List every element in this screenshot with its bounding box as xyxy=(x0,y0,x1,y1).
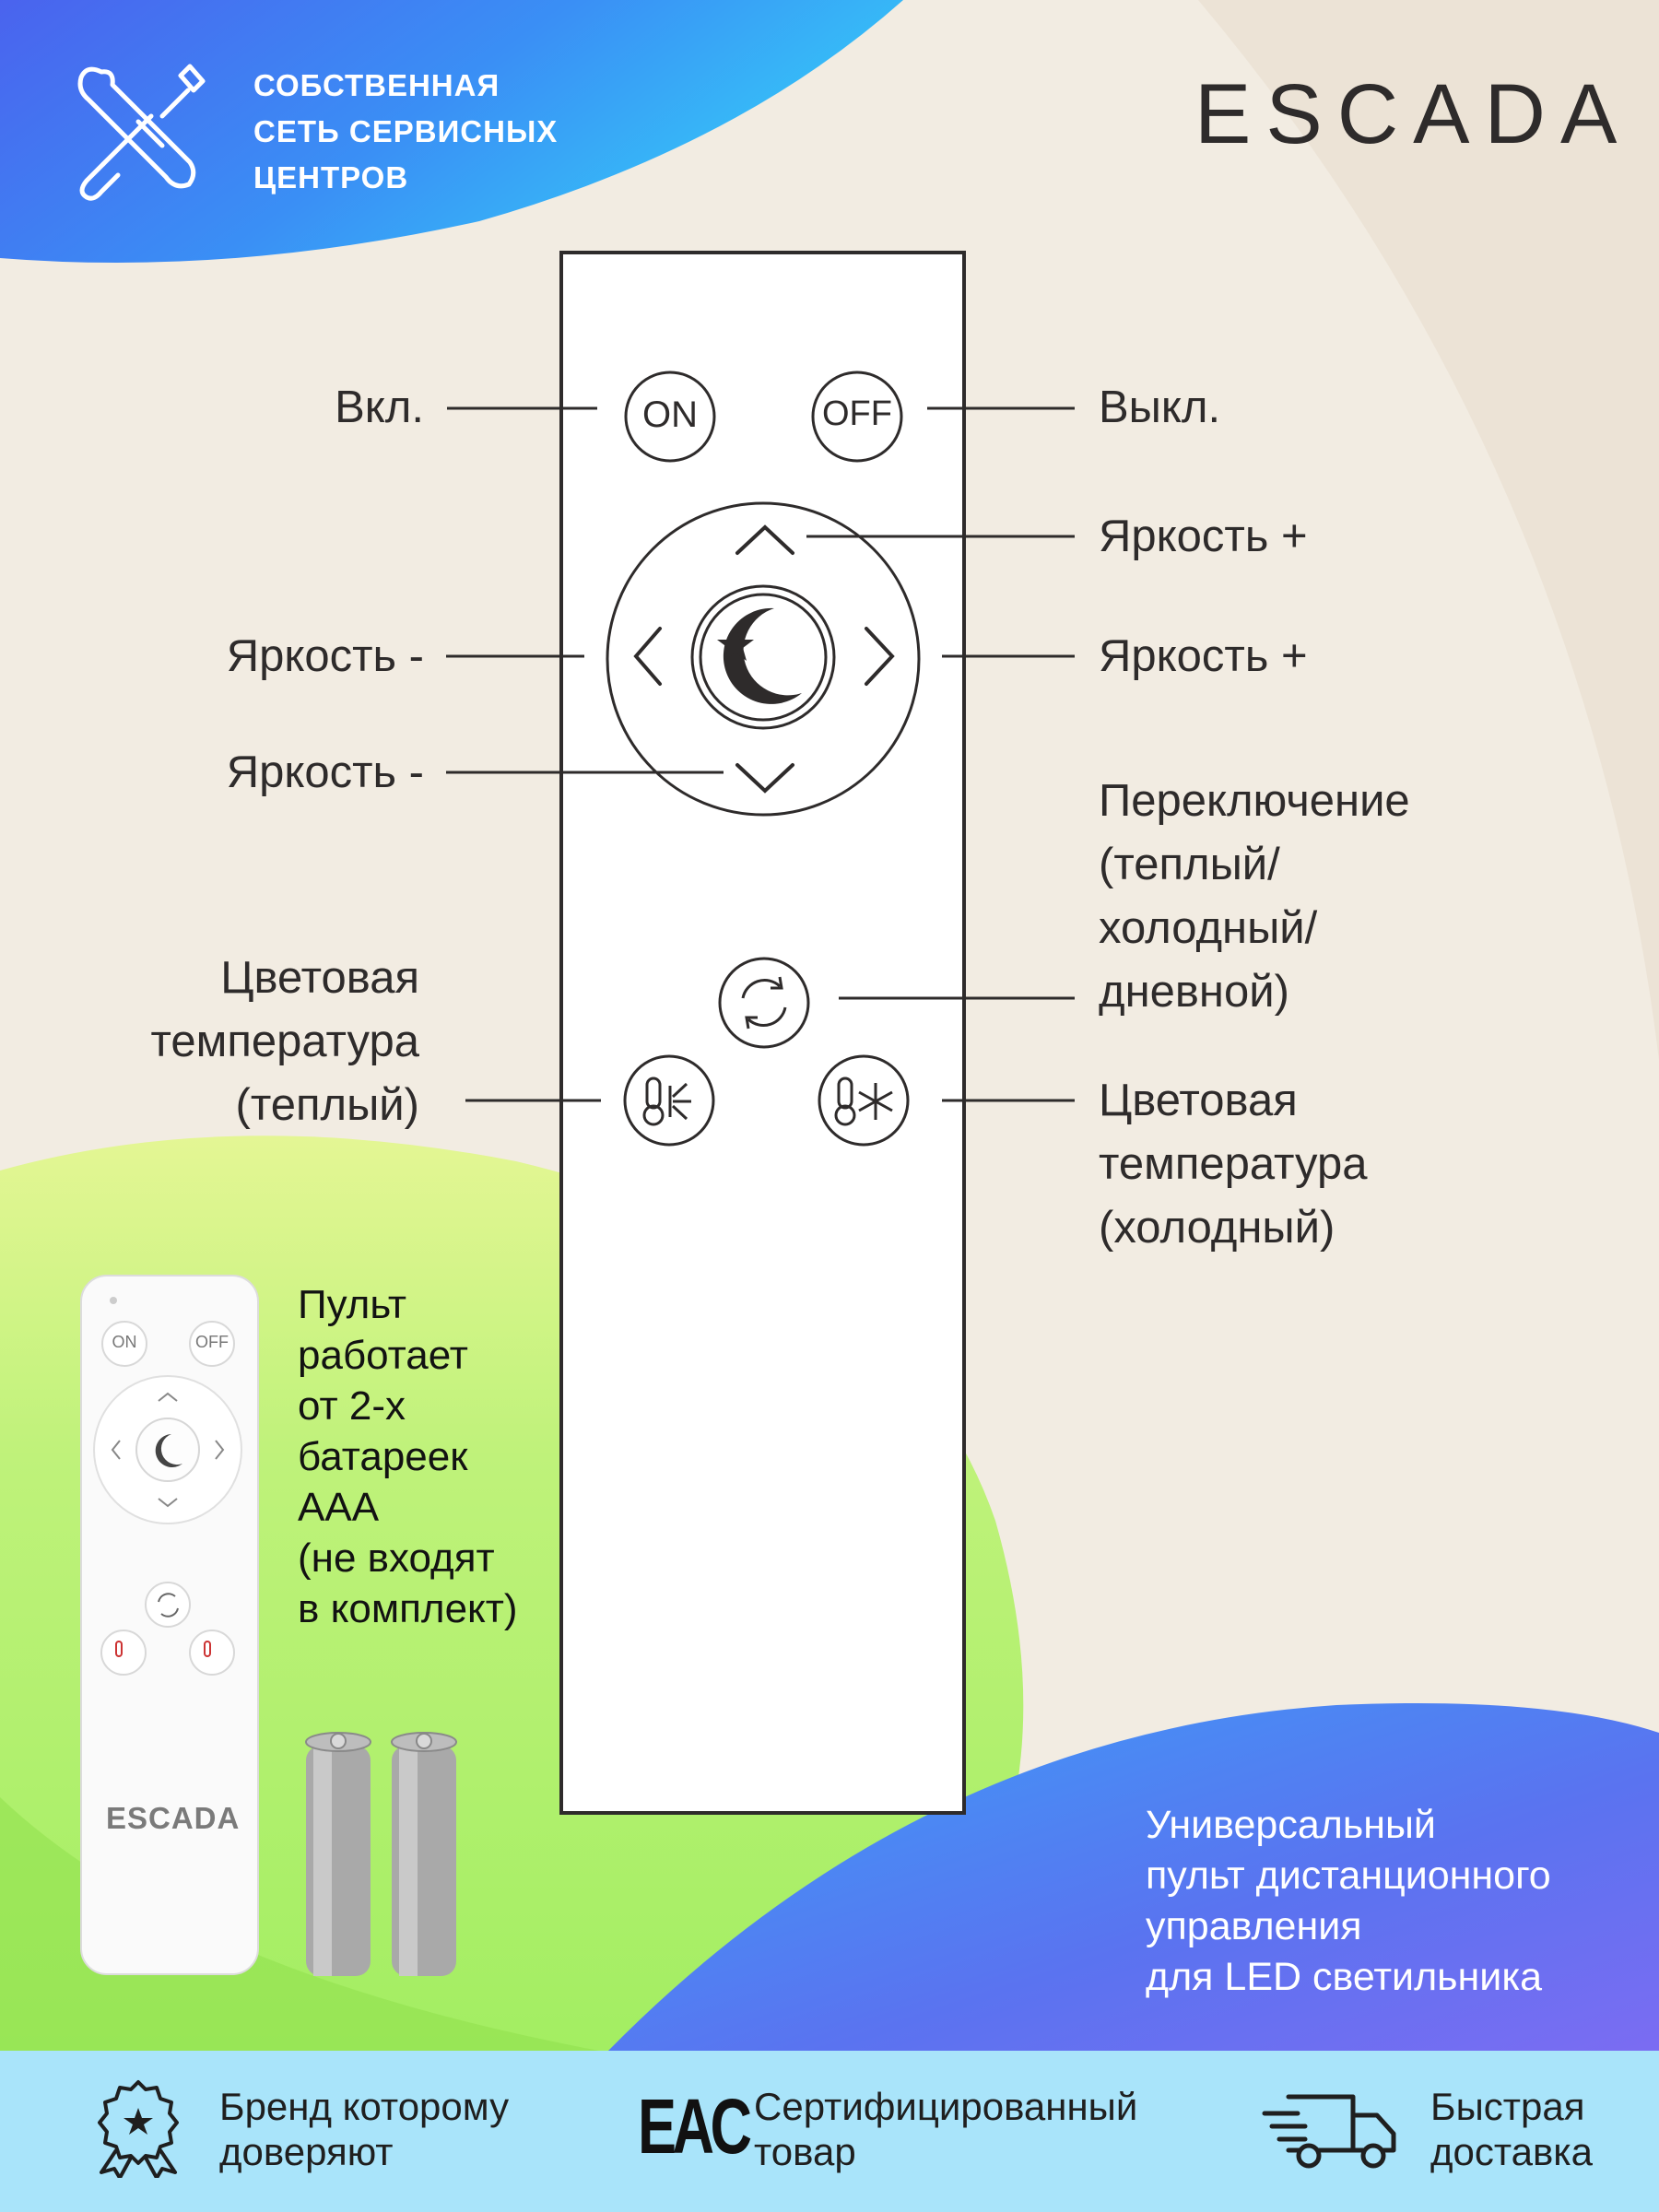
note-line: (не входят xyxy=(298,1535,495,1581)
on-button-outline xyxy=(624,371,716,463)
callout-lines xyxy=(446,406,1075,1102)
cycle-arrows-icon xyxy=(741,976,787,1030)
dpad-outer-ring xyxy=(606,501,921,817)
chevron-up-icon xyxy=(735,524,794,555)
label-line: Цветовая xyxy=(220,953,419,1003)
universal-remote-note: Универсальный пульт дистанционного управ… xyxy=(1146,1800,1551,2003)
label-line: Переключение xyxy=(1099,776,1410,826)
brightness-down-label: Яркость - xyxy=(226,747,424,797)
chevron-down-icon xyxy=(735,763,794,794)
off-label: Выкл. xyxy=(1099,382,1221,432)
label-line: температура xyxy=(1099,1139,1368,1189)
note-line: работает xyxy=(298,1333,468,1378)
feature-line: товар xyxy=(754,2130,856,2173)
brightness-down-label-left: Яркость - xyxy=(226,631,424,681)
delivery-truck-icon xyxy=(1262,2094,1396,2169)
battery-note: Пульт работает от 2-х батареек AAA (не в… xyxy=(298,1279,518,1634)
label-line: дневной) xyxy=(1099,967,1289,1017)
note-line: Универсальный xyxy=(1146,1803,1436,1847)
night-mode-icon xyxy=(717,607,802,704)
note-line: пульт дистанционного xyxy=(1146,1853,1551,1898)
warm-temperature-label: Цветовая температура (теплый) xyxy=(92,947,420,1137)
chevron-right-icon xyxy=(865,627,895,686)
service-line: СОБСТВЕННАЯ xyxy=(253,68,500,102)
note-line: AAA xyxy=(298,1485,380,1530)
cold-temperature-label: Цветовая температура (холодный) xyxy=(1099,1069,1368,1260)
label-line: (холодный) xyxy=(1099,1203,1335,1253)
note-line: батареек xyxy=(298,1434,468,1479)
brightness-up-label: Яркость + xyxy=(1099,512,1308,561)
brightness-up-label-right: Яркость + xyxy=(1099,631,1308,681)
switch-button-outline xyxy=(718,957,810,1049)
note-line: в комплект) xyxy=(298,1586,518,1631)
on-button-label: ON xyxy=(642,394,698,435)
label-line: холодный/ xyxy=(1099,903,1318,953)
product-remote-logo: ESCADA xyxy=(106,1801,241,1835)
feature-line: Быстрая xyxy=(1430,2085,1585,2128)
warm-button-outline xyxy=(623,1054,715,1147)
feature-certified: Сертифицированный товар xyxy=(754,2084,1137,2174)
chevron-left-icon xyxy=(633,627,662,686)
service-center-note: СОБСТВЕННАЯ СЕТЬ СЕРВИСНЫХ ЦЕНТРОВ xyxy=(253,63,558,201)
off-button-outline xyxy=(811,371,903,463)
feature-line: Бренд которому xyxy=(219,2085,510,2128)
dpad-center-ring xyxy=(690,584,836,730)
note-line: Пульт xyxy=(298,1282,406,1327)
thermometer-sun-icon xyxy=(642,1077,691,1126)
award-badge-icon xyxy=(98,2080,179,2178)
eac-certification-icon: EAC xyxy=(638,2083,752,2170)
feature-fast-delivery: Быстрая доставка xyxy=(1430,2084,1593,2174)
service-line: ЦЕНТРОВ xyxy=(253,160,409,194)
note-line: управления xyxy=(1146,1904,1362,1948)
thermometer-snowflake-icon xyxy=(834,1077,893,1126)
feature-line: Сертифицированный xyxy=(754,2085,1138,2128)
off-button-label: OFF xyxy=(822,394,892,433)
battery-icon xyxy=(305,1732,457,1976)
tools-icon xyxy=(77,64,206,201)
feature-line: доставка xyxy=(1430,2130,1593,2173)
mini-off-label: OFF xyxy=(195,1333,229,1351)
switch-mode-label: Переключение (теплый/ холодный/ дневной) xyxy=(1099,770,1410,1024)
note-line: от 2-х xyxy=(298,1383,406,1429)
note-line: для LED светильника xyxy=(1146,1955,1542,1999)
feature-trusted-brand: Бренд которому доверяют xyxy=(219,2084,509,2174)
label-line: (теплый/ xyxy=(1099,840,1280,889)
remote-diagram-body xyxy=(559,251,966,1815)
label-line: Цветовая xyxy=(1099,1076,1298,1125)
mini-on-label: ON xyxy=(112,1333,137,1351)
features-strip: Бренд которому доверяют EAC Сертифициров… xyxy=(0,2051,1659,2212)
brand-logo: ESCADA xyxy=(1194,67,1632,161)
label-line: (теплый) xyxy=(235,1080,420,1130)
on-label: Вкл. xyxy=(335,382,424,432)
label-line: температура xyxy=(150,1017,420,1066)
service-line: СЕТЬ СЕРВИСНЫХ xyxy=(253,114,559,148)
feature-line: доверяют xyxy=(219,2130,394,2173)
cold-button-outline xyxy=(818,1054,910,1147)
